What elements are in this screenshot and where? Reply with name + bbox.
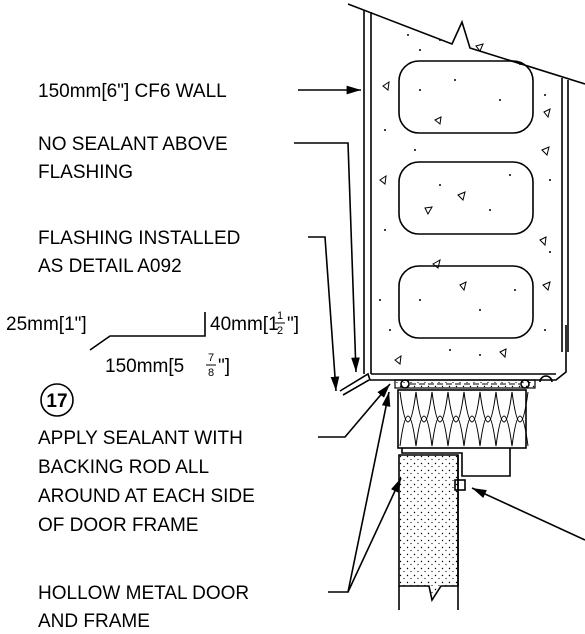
no-sealant-label-2: FLASHING [38, 162, 133, 183]
dim-bottom: 150mm[5 7 8 "] [105, 352, 230, 379]
cmu-cell-middle [398, 161, 534, 235]
dim-bottom-den: 8 [208, 367, 214, 379]
dim-bottom-suffix: "] [218, 356, 230, 377]
door-label-1: HOLLOW METAL DOOR [38, 583, 249, 604]
dim-right-num: 1 [277, 310, 283, 322]
flashing-dimension-sketch [89, 312, 206, 351]
callout-number: 17 [46, 391, 67, 412]
door-label-2: AND FRAME [38, 611, 150, 632]
backing-rod-right [520, 379, 530, 389]
wall-label: 150mm[6"] CF6 WALL [38, 81, 227, 102]
concrete-stipple [379, 34, 551, 356]
dim-left-leg: 25mm[1"] [6, 314, 87, 335]
dim-right-suffix: "] [287, 314, 299, 335]
dim-right-prefix: 40mm[1 [210, 314, 279, 335]
dim-right-den: 2 [277, 325, 283, 337]
apply-label-1: APPLY SEALANT WITH [38, 428, 243, 449]
dim-bottom-prefix: 150mm[5 [105, 356, 184, 377]
dim-bottom-num: 7 [208, 352, 214, 364]
aggregate-marks [379, 43, 551, 365]
cmu-wall [347, 3, 585, 375]
apply-label-3: AROUND AT EACH SIDE [38, 486, 255, 507]
backing-rod-left [400, 379, 410, 389]
flashing-label-2: AS DETAIL A092 [38, 256, 182, 277]
door-frame-head [394, 375, 553, 491]
flashing-label-1: FLASHING INSTALLED [38, 228, 240, 249]
callout-17: 17 [40, 383, 74, 417]
apply-label-4: OF DOOR FRAME [38, 515, 198, 536]
cmu-cell-bottom [398, 265, 534, 339]
leaders [294, 85, 585, 593]
cmu-cell-top [398, 60, 534, 134]
apply-label-2: BACKING ROD ALL [38, 457, 209, 478]
dim-right-leg: 40mm[1 1 2 "] [210, 310, 299, 337]
hollow-metal-door [398, 454, 459, 610]
no-sealant-label-1: NO SEALANT ABOVE [38, 134, 228, 155]
